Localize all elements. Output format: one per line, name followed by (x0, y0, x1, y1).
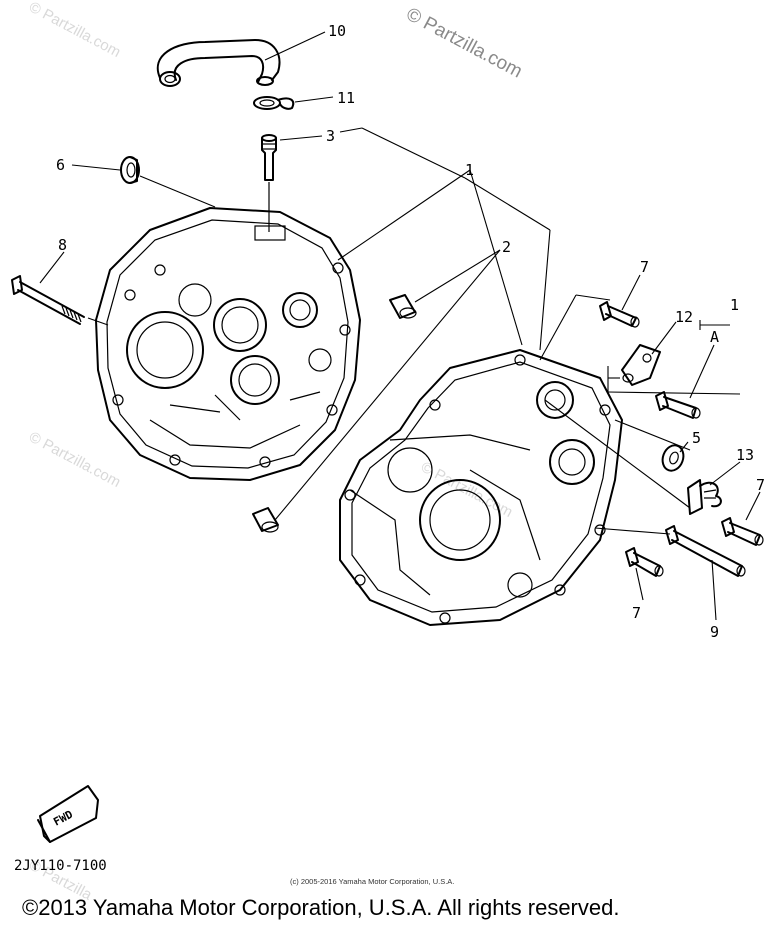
breather-hose (156, 39, 281, 87)
long-bolt (11, 275, 85, 325)
footer-copyright: ©2013 Yamaha Motor Corporation, U.S.A. A… (22, 895, 619, 920)
left-crankcase (95, 207, 361, 481)
callout-12: 12 (675, 308, 693, 326)
callout-13: 13 (736, 446, 754, 464)
callout-7: 7 (640, 258, 649, 276)
watermark-faint: © Partzilla.com (26, 0, 123, 61)
callout-9: 9 (710, 623, 719, 641)
washer (661, 444, 685, 472)
fwd-arrow-icon: FWD (37, 785, 99, 843)
callout-5: 5 (692, 429, 701, 447)
small-copyright: (c) 2005-2016 Yamaha Motor Corporation, … (290, 877, 454, 886)
callout-10: 10 (328, 22, 346, 40)
bolt-7 (599, 301, 640, 328)
bolt-7 (721, 517, 764, 546)
callout-8: 8 (58, 236, 67, 254)
watermark-partzilla: © Partzilla.com (403, 4, 526, 83)
oil-seal (120, 156, 140, 184)
long-bolt-9 (665, 525, 746, 577)
callout-2: 2 (502, 238, 511, 256)
breather-pipe (261, 134, 277, 232)
bolt-7 (625, 547, 664, 577)
callout-a: A (710, 328, 719, 346)
diagram-code: 2JY110-7100 (14, 858, 107, 874)
callout-3: 3 (326, 127, 335, 145)
callout-1-right: 1 (730, 296, 739, 314)
dowel-pin (252, 507, 279, 533)
leader-lines (39, 31, 761, 621)
callout-7-bottom: 7 (632, 604, 641, 622)
bracket (621, 344, 661, 386)
callout-6: 6 (56, 156, 65, 174)
callout-1: 1 (465, 161, 474, 179)
callout-11: 11 (337, 89, 355, 107)
fwd-label: FWD (51, 808, 75, 829)
dowel-pin (389, 294, 417, 319)
spring-holder (687, 479, 722, 515)
callout-7-right: 7 (756, 476, 765, 494)
right-crankcase (339, 349, 623, 626)
watermark-faint: © Partzilla.com (26, 429, 123, 491)
bolt-a (655, 391, 701, 419)
hose-clip (253, 96, 295, 110)
